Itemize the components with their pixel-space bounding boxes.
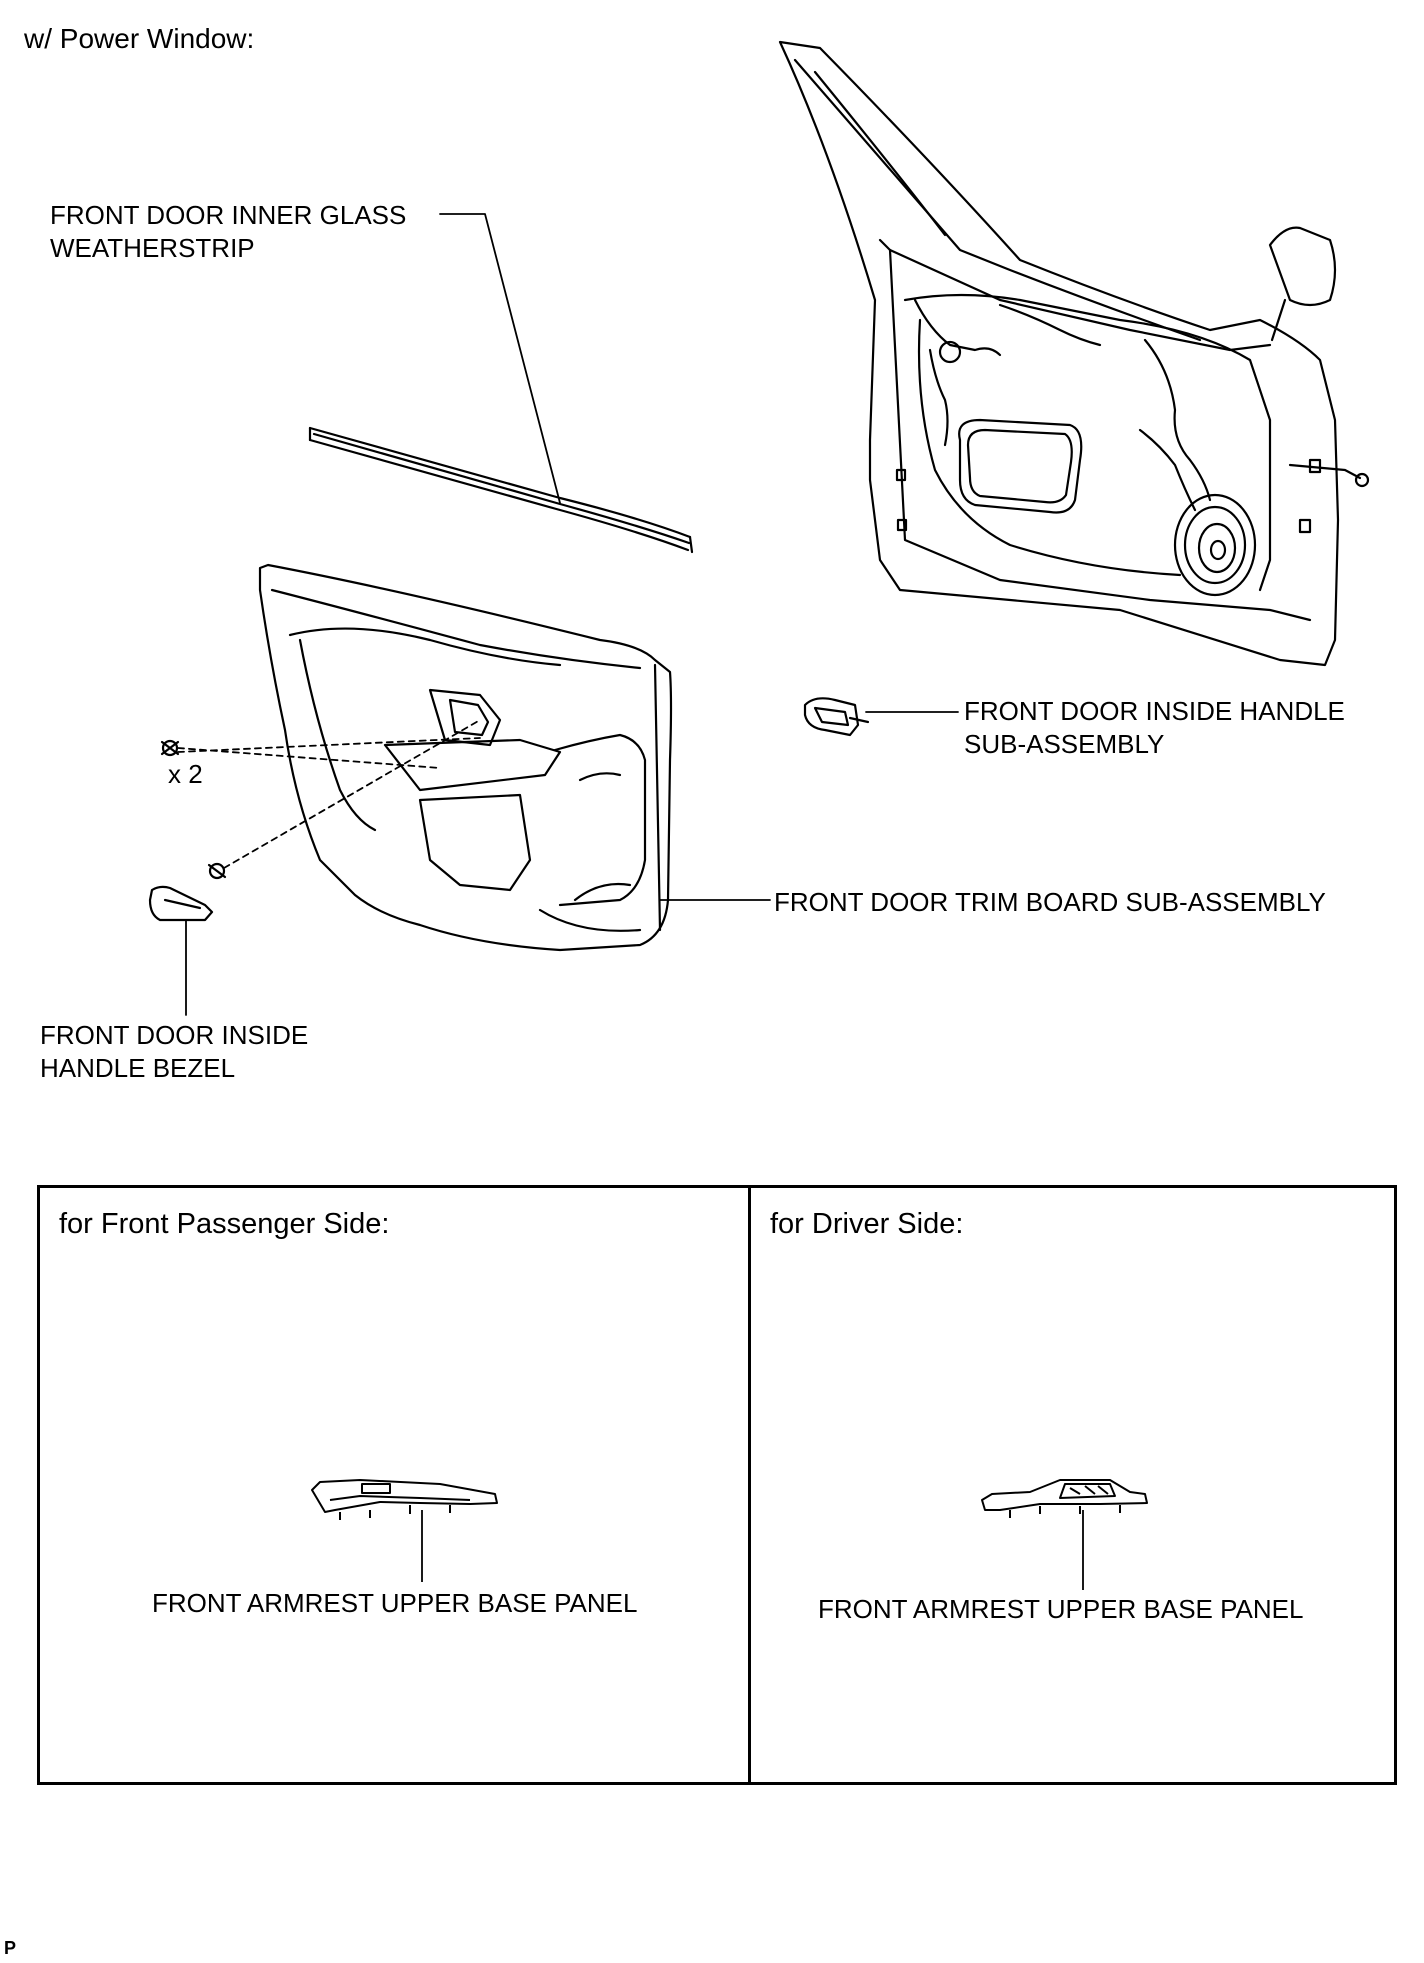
panel-driver-label: FRONT ARMREST UPPER BASE PANEL <box>818 1594 1304 1624</box>
screw-leader-lines <box>177 719 481 869</box>
inside-handle-part <box>803 697 870 737</box>
label-bezel: FRONT DOOR INSIDE HANDLE BEZEL <box>40 1020 309 1083</box>
door-frame <box>778 40 1370 667</box>
panel-passenger-label: FRONT ARMREST UPPER BASE PANEL <box>152 1588 638 1618</box>
trim-board-part <box>258 563 673 952</box>
panel-passenger-title: for Front Passenger Side: <box>59 1208 390 1240</box>
weatherstrip-part <box>308 426 694 554</box>
label-weatherstrip: FRONT DOOR INNER GLASS WEATHERSTRIP <box>50 200 407 263</box>
panel-passenger-side <box>37 1185 751 1785</box>
label-inside-handle: FRONT DOOR INSIDE HANDLE SUB-ASSEMBLY <box>964 696 1345 759</box>
label-screw-count: x 2 <box>168 759 203 789</box>
panel-driver-title: for Driver Side: <box>770 1208 964 1240</box>
screw-parts <box>160 739 227 880</box>
panel-driver-side <box>748 1185 1397 1785</box>
exploded-view-artwork <box>148 40 1370 1016</box>
label-trim-board: FRONT DOOR TRIM BOARD SUB-ASSEMBLY <box>774 887 1326 917</box>
label-leader-lines <box>185 213 959 1016</box>
diagram-title: w/ Power Window: <box>24 23 255 54</box>
footer-code: P <box>4 1938 17 1958</box>
bezel-part <box>148 885 214 922</box>
